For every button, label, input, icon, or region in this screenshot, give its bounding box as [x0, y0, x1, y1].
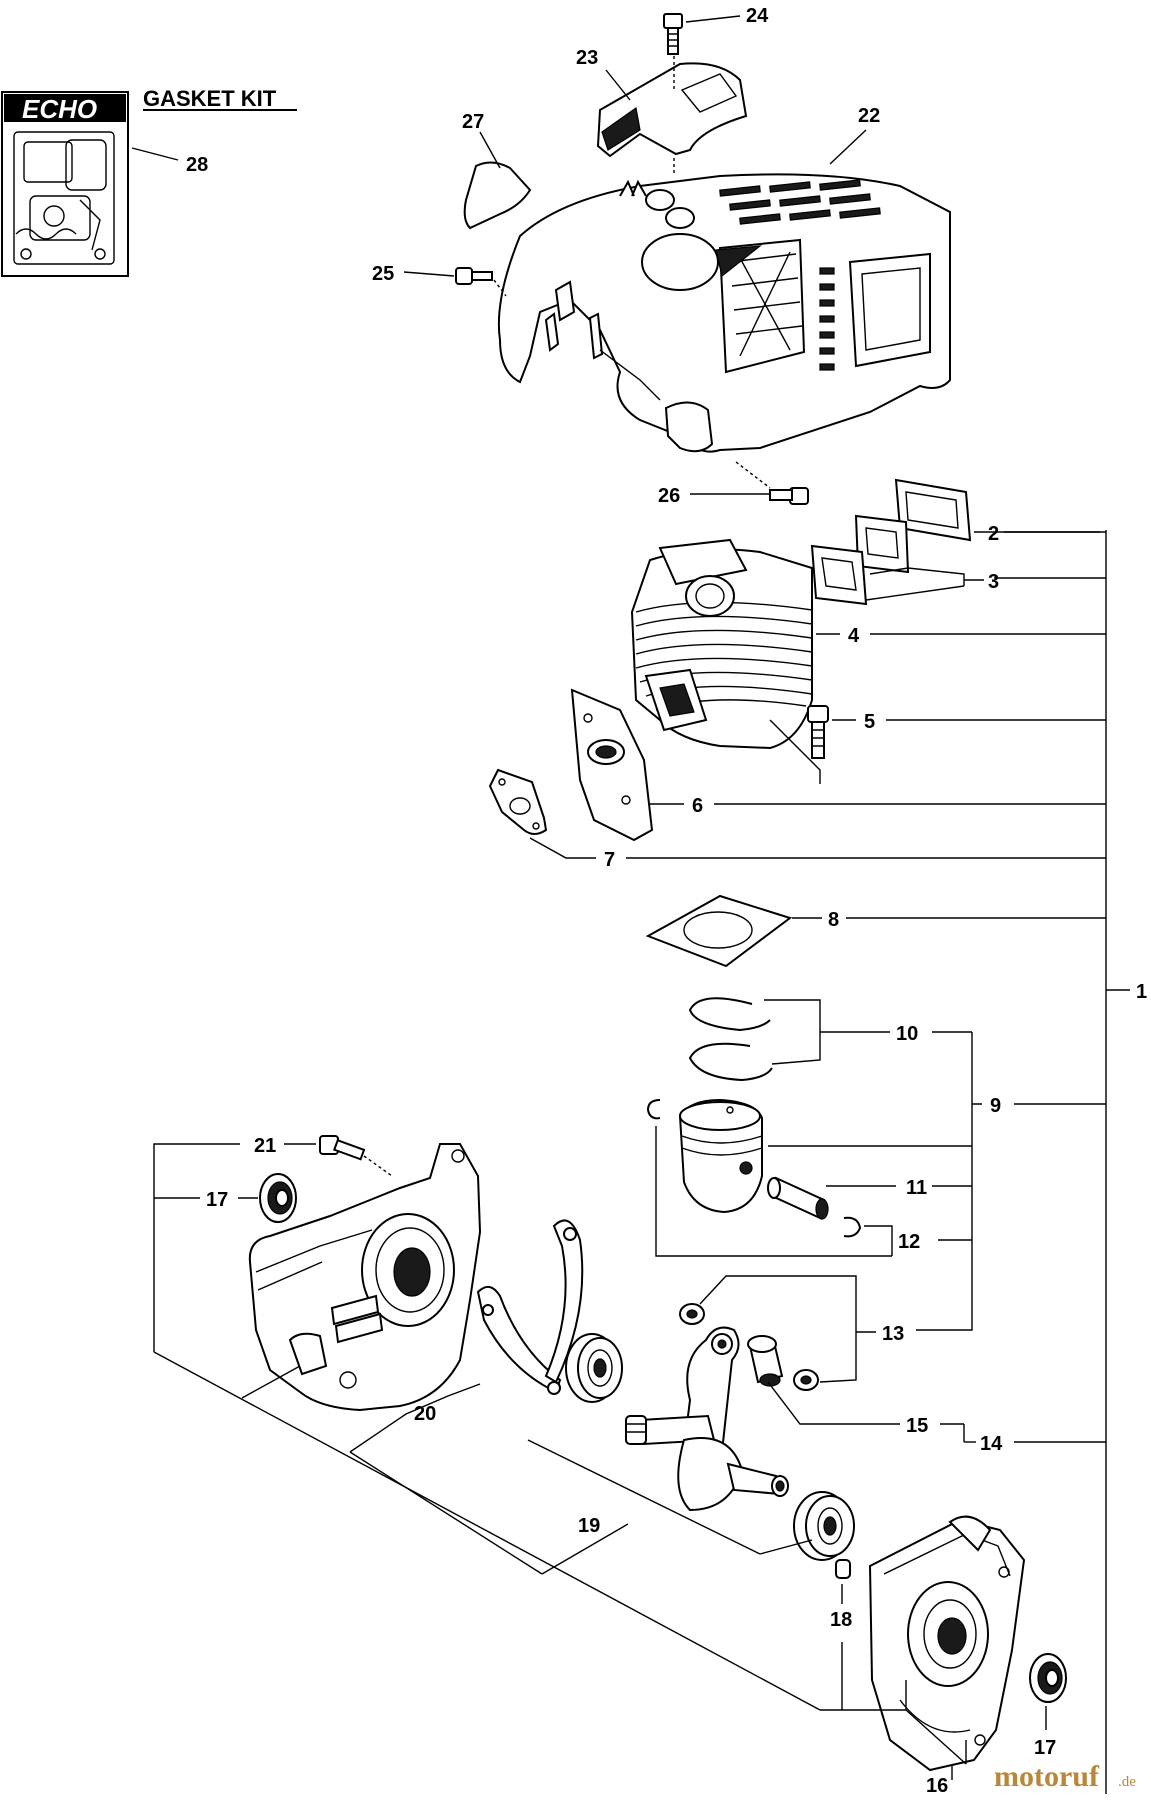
leader-16-left [153, 1351, 821, 1711]
leader-22 [829, 129, 867, 165]
callout-2: 2 [988, 523, 999, 545]
callout-16: 16 [926, 1775, 948, 1797]
callout-5: 5 [864, 711, 875, 733]
part-piston-pin-11 [767, 1176, 829, 1220]
part-bearing-right-19 [793, 1491, 855, 1561]
part-bearing-left-19 [565, 1333, 623, 1403]
callout-27: 27 [462, 111, 484, 133]
callout-13: 13 [882, 1323, 904, 1345]
leader-3 [865, 567, 1106, 601]
callout-9: 9 [990, 1095, 1001, 1117]
callout-28: 28 [186, 154, 208, 176]
callout-18: 18 [830, 1609, 852, 1631]
callout-15: 15 [906, 1415, 928, 1437]
leader-21 [153, 1143, 240, 1352]
callout-8: 8 [828, 909, 839, 931]
leader-16 [820, 1680, 967, 1780]
part-crankcase-right [868, 1515, 1026, 1772]
callout-23: 23 [576, 47, 598, 69]
part-bolt-26 [769, 487, 809, 505]
leader-9 [768, 1032, 982, 1331]
leader-12 [655, 1126, 893, 1257]
part-circlip-12 [843, 1216, 862, 1238]
callout-7: 7 [604, 849, 615, 871]
part-circlip-left [646, 1099, 661, 1120]
callout-14: 14 [980, 1433, 1003, 1455]
part-piston [678, 1098, 763, 1214]
part-top-cover-piece [596, 62, 748, 158]
part-insulator-6 [570, 688, 654, 842]
callout-6: 6 [692, 795, 703, 817]
callout-19: 19 [578, 1515, 600, 1537]
part-gasket-7 [488, 768, 548, 835]
part-crankcase-gasket-20 [476, 1219, 584, 1395]
callout-10: 10 [896, 1023, 918, 1045]
part-cylinder [630, 538, 813, 750]
echo-logo [4, 94, 126, 122]
callout-17-left: 17 [206, 1189, 228, 1211]
part-bolt-25 [455, 267, 493, 285]
part-seal-right-17 [1029, 1653, 1067, 1703]
leader-25 [403, 271, 455, 277]
callout-1: 1 [1136, 981, 1147, 1003]
leader-15 [767, 1381, 900, 1425]
part-dowel-pin-18 [835, 1559, 851, 1579]
gasket-kit-illustration [13, 131, 115, 265]
leader-28 [131, 147, 179, 161]
watermark: motoruf .de [994, 1760, 1136, 1793]
cover-vent-slots [719, 179, 881, 225]
part-gasket-2 [894, 478, 972, 542]
callout-21: 21 [254, 1135, 276, 1157]
part-cylinder-cover [497, 173, 951, 453]
echo-logo-text: ECHO [22, 94, 97, 124]
leader-20 [349, 1383, 481, 1453]
part-piston-rings-10 [688, 997, 773, 1082]
callout-17-right: 17 [1034, 1737, 1056, 1759]
part-bolt-5 [807, 705, 829, 759]
part-crankshaft [625, 1326, 789, 1512]
part-bearing-washers-13 [679, 1303, 819, 1391]
part-gaskets-3 [810, 514, 910, 606]
watermark-suffix: .de [1118, 1774, 1136, 1790]
leader-19 [527, 1439, 813, 1575]
callout-12: 12 [898, 1231, 920, 1253]
callout-11: 11 [906, 1177, 927, 1199]
leader-bracket-1 [1105, 530, 1130, 1794]
callout-20: 20 [414, 1403, 436, 1425]
part-seal-left-17 [259, 1173, 297, 1223]
part-crankcase-left [248, 1143, 482, 1412]
callout-4: 4 [848, 625, 860, 647]
leader-7 [529, 837, 596, 859]
gasket-kit-box: ECHO [1, 91, 129, 277]
leader-13 [699, 1275, 876, 1383]
leader-10 [764, 999, 890, 1065]
part-bolt-21 [319, 1135, 366, 1161]
gasket-kit-title: GASKET KIT [143, 86, 277, 111]
part-bolt-24 [663, 13, 683, 55]
callout-26: 26 [658, 485, 680, 507]
callout-24: 24 [746, 5, 769, 27]
callout-25: 25 [372, 263, 394, 285]
part-needle-bearing-15 [747, 1335, 784, 1387]
leader-24 [685, 15, 741, 23]
callout-3: 3 [988, 571, 999, 593]
part-head-gasket-8 [645, 894, 793, 968]
watermark-main: motoruf [994, 1760, 1100, 1793]
leader-23 [605, 69, 631, 101]
callout-22: 22 [858, 105, 880, 127]
part-label-27 [463, 161, 532, 230]
leader-27 [479, 131, 501, 169]
